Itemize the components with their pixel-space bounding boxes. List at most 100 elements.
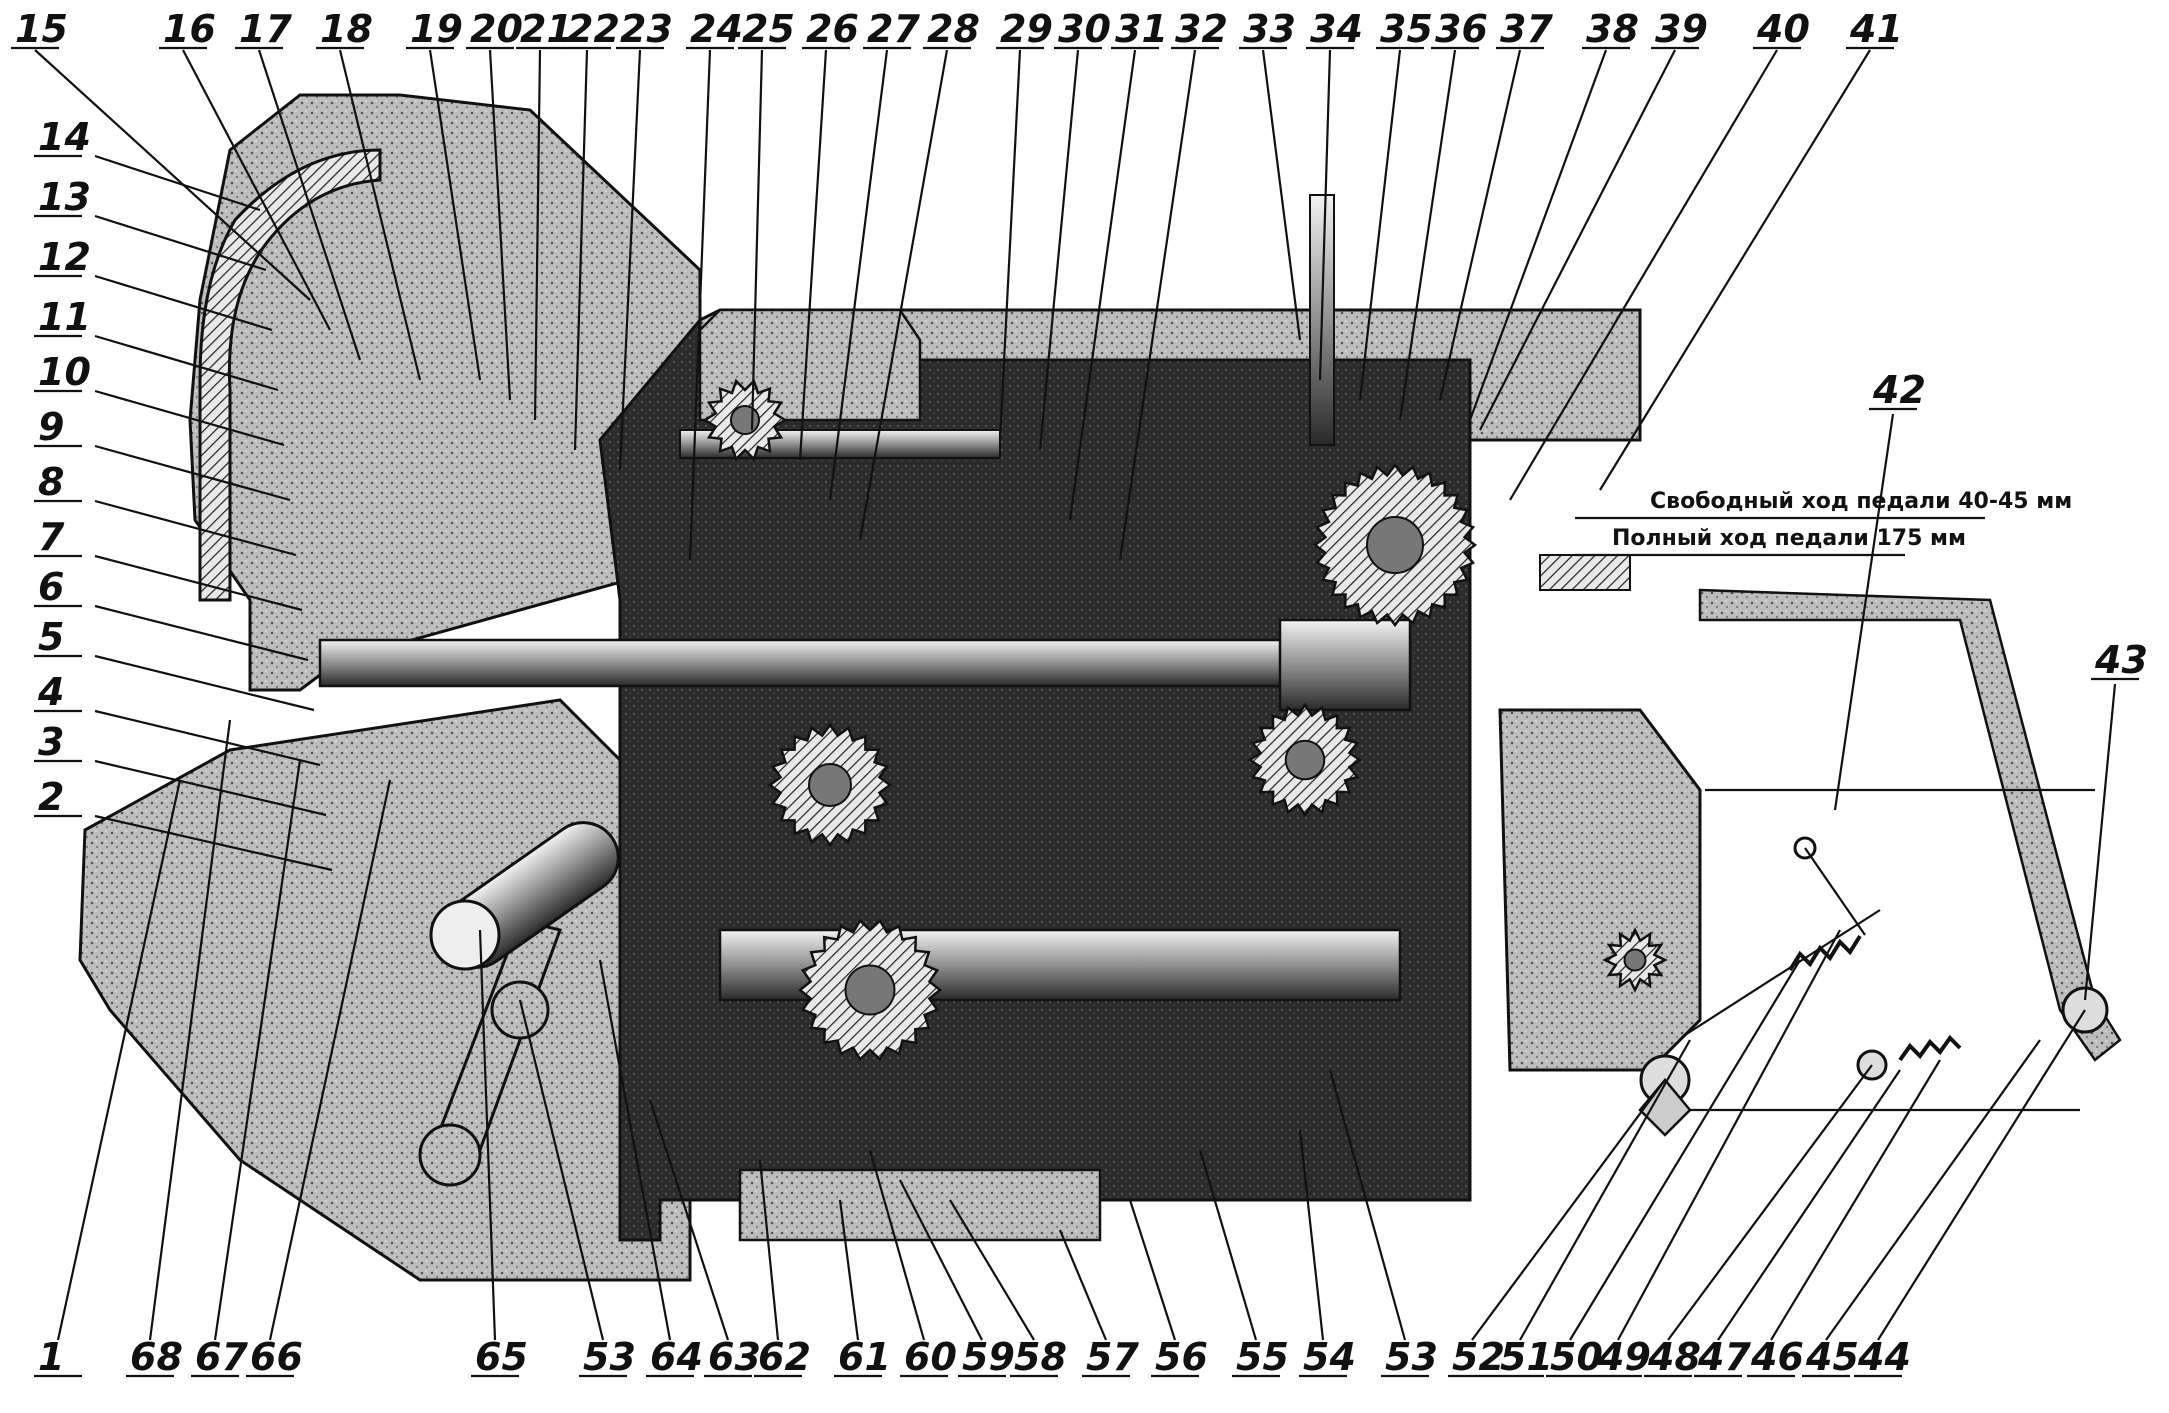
callout-bottom-48-22-leader <box>1667 1064 1873 1341</box>
callout-left-13-leader <box>94 214 267 272</box>
callout-top-32: 32 <box>1175 7 1228 51</box>
callout-bottom-62-8: 62 <box>758 1335 811 1379</box>
callout-left-14-leader <box>94 154 261 212</box>
callout-bottom-55-15-leader <box>1198 1149 1258 1341</box>
callout-top-16-leader <box>182 49 331 331</box>
callout-right-43: 43 <box>2094 638 2148 682</box>
callout-bottom-49-21: 49 <box>1597 1335 1651 1379</box>
callout-bottom-59-11-leader <box>899 1179 983 1341</box>
callout-left-8: 8 <box>38 460 64 504</box>
callout-bottom-66-3-leader <box>268 779 392 1341</box>
callout-bottom-65-4: 65 <box>475 1335 528 1379</box>
output-shaft-flange <box>1278 618 1412 712</box>
callout-left-9-leader <box>94 444 291 502</box>
callout-top-33: 33 <box>1243 7 1296 51</box>
callout-left-11: 11 <box>38 295 91 339</box>
callout-top-19: 19 <box>410 7 463 51</box>
callout-bottom-64-6: 64 <box>650 1335 703 1379</box>
pilot-gear-hub <box>1623 948 1647 972</box>
callout-right-42: 42 <box>1872 368 1926 412</box>
rear-housing-plate <box>1498 708 1702 1072</box>
callout-left-5-leader <box>94 654 315 712</box>
callout-top-22: 22 <box>567 7 620 51</box>
callout-bottom-68-1: 68 <box>130 1335 183 1379</box>
callout-top-27-leader <box>828 49 889 501</box>
callout-left-5: 5 <box>38 615 64 659</box>
callout-bottom-65-4-leader <box>478 929 497 1341</box>
callout-bottom-60-10: 60 <box>904 1335 957 1379</box>
final-drive-gear-hub <box>1366 516 1424 574</box>
reverse-gear-hub <box>844 964 896 1016</box>
callout-top-20: 20 <box>470 7 523 51</box>
callout-left-4: 4 <box>37 670 64 714</box>
callout-left-4-leader <box>94 709 321 767</box>
callout-bottom-57-13: 57 <box>1086 1335 1139 1379</box>
callout-left-14: 14 <box>38 115 91 159</box>
callout-top-36: 36 <box>1435 7 1488 51</box>
callout-bottom-54-16-leader <box>1298 1129 1325 1341</box>
callout-bottom-62-8-leader <box>758 1159 780 1341</box>
clutch-housing-lower <box>78 698 692 1282</box>
callout-top-31: 31 <box>1115 7 1168 51</box>
callout-left-6: 6 <box>38 565 64 609</box>
callout-top-18-leader <box>338 49 422 381</box>
callout-top-26: 26 <box>806 7 859 51</box>
spring-rod <box>1684 909 1881 1036</box>
lever-pivot <box>490 980 550 1040</box>
callout-bottom-53-17: 53 <box>1385 1335 1438 1379</box>
callout-right-43-leader <box>2083 683 2117 1001</box>
gears-group <box>702 378 1668 1062</box>
callout-bottom-58-12: 58 <box>1014 1335 1067 1379</box>
callout-top-35-leader <box>1358 49 1402 401</box>
callout-top-37: 37 <box>1500 7 1553 51</box>
callout-top-15-leader <box>34 49 311 301</box>
callout-bottom-57-13-leader <box>1058 1229 1108 1341</box>
housing-group <box>78 93 1702 1282</box>
callout-top-38: 38 <box>1586 7 1639 51</box>
callout-bottom-53-5: 53 <box>583 1335 636 1379</box>
callout-top-17-leader <box>257 49 362 361</box>
callout-top-23: 23 <box>620 7 673 51</box>
callout-bottom-51-19: 51 <box>1500 1335 1553 1379</box>
callout-top-36-leader <box>1398 49 1457 421</box>
callout-top-17: 17 <box>239 7 292 51</box>
callout-left-11-leader <box>94 334 279 392</box>
callout-right-42-leader <box>1833 413 1895 811</box>
callout-top-21-leader <box>533 49 542 421</box>
callout-top-32-leader <box>1118 49 1197 561</box>
callout-bottom-45-25: 45 <box>1805 1335 1859 1379</box>
callout-bottom-63-7: 63 <box>708 1335 761 1379</box>
callout-bottom-44-26: 44 <box>1857 1335 1911 1379</box>
pedal-arm <box>1698 588 2122 1062</box>
pedal-notes: Свободный ход педали 40-45 мм Полный ход… <box>1575 489 2072 557</box>
callout-left-10-leader <box>94 389 285 447</box>
callout-top-19-leader <box>428 49 482 381</box>
callout-top-20-leader <box>488 49 512 401</box>
callout-bottom-61-9: 61 <box>838 1335 891 1379</box>
callout-bottom-63-7-leader <box>648 1099 730 1341</box>
callout-bottom-48-22: 48 <box>1647 1335 1701 1379</box>
callout-top-25: 25 <box>742 7 795 51</box>
callout-top-25-leader <box>750 49 764 431</box>
callout-left-9: 9 <box>38 405 64 449</box>
callout-bottom-53-17-leader <box>1328 1069 1407 1341</box>
rod-52 <box>1804 847 1866 936</box>
lower-lever-group <box>418 821 620 1187</box>
callout-left-3: 3 <box>38 720 64 764</box>
callout-bottom-60-10-leader <box>868 1149 926 1341</box>
upper-gear-1-hub <box>730 405 760 435</box>
oil-pan <box>738 1168 1102 1242</box>
callout-bottom-47-23-leader <box>1717 1069 1901 1341</box>
callout-bottom-47-23: 47 <box>1697 1335 1751 1379</box>
callout-top-15: 15 <box>15 7 68 51</box>
callout-bottom-46-24: 46 <box>1750 1335 1804 1379</box>
callout-left-7-leader <box>94 554 303 612</box>
lever-bottom-boss <box>418 1123 482 1187</box>
callout-top-34-leader <box>1318 49 1332 381</box>
callout-bottom-64-6-leader <box>598 959 672 1341</box>
callout-bottom-45-25-leader <box>1825 1039 2041 1341</box>
callout-top-30: 30 <box>1058 7 1111 51</box>
callout-bottom-1-0: 1 <box>38 1335 64 1379</box>
callout-top-28-leader <box>858 49 949 541</box>
callout-bottom-51-19-leader <box>1519 1039 1691 1341</box>
